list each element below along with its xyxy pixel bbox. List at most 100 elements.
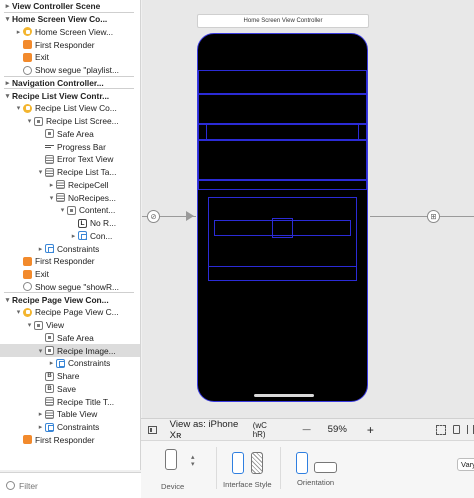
- constraints-icon: [56, 358, 65, 368]
- outline-row[interactable]: ▾View: [0, 319, 140, 332]
- outline-row[interactable]: Recipe Title T...: [0, 395, 140, 408]
- disclosure-closed-icon[interactable]: ▸: [5, 79, 10, 87]
- outline-row[interactable]: ▾Home Screen View Co...: [0, 13, 140, 26]
- exit-icon: [23, 52, 32, 62]
- label-outline[interactable]: [214, 220, 351, 236]
- row-outline-2[interactable]: [198, 140, 367, 180]
- view-as-label[interactable]: View as: iPhone Xʀ: [169, 418, 239, 441]
- outline-row-label: Con...: [90, 230, 113, 241]
- segue-link-icon[interactable]: ⊘: [147, 210, 160, 223]
- outline-row-label: Recipe Image...: [57, 345, 116, 356]
- zoom-in-button[interactable]: +: [366, 422, 374, 437]
- disclosure-open-icon[interactable]: ▾: [16, 309, 21, 317]
- align-icon[interactable]: [467, 425, 474, 434]
- outline-row-label: Home Screen View...: [35, 26, 114, 37]
- outline-row[interactable]: Safe Area: [0, 332, 140, 345]
- outline-row[interactable]: ▸Constraints: [0, 242, 140, 255]
- update-frames-icon[interactable]: [435, 424, 446, 435]
- row-inner-outline[interactable]: [206, 124, 359, 140]
- outline-row[interactable]: Safe Area: [0, 128, 140, 141]
- disclosure-open-icon[interactable]: ▾: [5, 296, 10, 304]
- outline-row[interactable]: ▾ Content...: [0, 204, 140, 217]
- outline-row[interactable]: ▾Recipe Page View Con...: [0, 293, 140, 306]
- portrait-orientation-icon[interactable]: [296, 452, 308, 474]
- zoom-out-button[interactable]: —: [302, 425, 311, 434]
- outline-row[interactable]: ▾Recipe List Scree...: [0, 115, 140, 128]
- outline-row[interactable]: ▸Table View: [0, 408, 140, 421]
- outline-row-label: NoRecipes...: [68, 192, 116, 203]
- disclosure-open-icon[interactable]: ▾: [38, 169, 43, 177]
- disclosure-closed-icon[interactable]: ▸: [38, 411, 43, 419]
- embed-in-icon[interactable]: [452, 425, 461, 434]
- outline-row[interactable]: ▸Navigation Controller...: [0, 77, 140, 90]
- scene-title-bar[interactable]: Home Screen View Controller: [197, 14, 369, 28]
- scene-separator: [4, 88, 134, 90]
- disclosure-open-icon[interactable]: ▾: [27, 322, 32, 330]
- disclosure-open-icon[interactable]: ▾: [27, 118, 32, 126]
- outline-row[interactable]: First Responder: [0, 255, 140, 268]
- outline-row[interactable]: First Responder: [0, 38, 140, 51]
- segue-push-icon[interactable]: ⊞: [427, 210, 440, 223]
- outline-filter-input[interactable]: [19, 480, 119, 491]
- view-icon: [45, 346, 54, 356]
- outline-row[interactable]: ▾ NoRecipes...: [0, 191, 140, 204]
- disclosure-open-icon[interactable]: ▾: [5, 92, 10, 100]
- header-outline[interactable]: [198, 94, 367, 124]
- outline-row[interactable]: Exit: [0, 268, 140, 281]
- outline-row[interactable]: Exit: [0, 51, 140, 64]
- outline-row[interactable]: Progress Bar: [0, 140, 140, 153]
- segue-connector-right: [370, 216, 474, 218]
- outline-row[interactable]: ▸RecipeCell: [0, 179, 140, 192]
- outline-row[interactable]: ▾Recipe Page View C...: [0, 306, 140, 319]
- nav-bar-outline[interactable]: [198, 70, 367, 94]
- outline-row[interactable]: ▾Recipe List View Contr...: [0, 89, 140, 102]
- outline-row[interactable]: First Responder: [0, 434, 140, 447]
- disclosure-closed-icon[interactable]: ▸: [38, 245, 43, 253]
- spinner-outline[interactable]: [272, 218, 293, 238]
- outline-row[interactable]: ▾ Recipe Image...: [0, 344, 140, 357]
- light-style-icon[interactable]: [232, 452, 244, 474]
- disclosure-closed-icon[interactable]: ▸: [16, 28, 21, 36]
- device-stepper-icon[interactable]: ▴▾: [191, 454, 195, 468]
- disclosure-closed-icon[interactable]: ▸: [71, 232, 76, 240]
- landscape-orientation-icon[interactable]: [314, 462, 337, 473]
- disclosure-closed-icon[interactable]: ▸: [49, 181, 54, 189]
- outline-row[interactable]: Show segue "showR...: [0, 281, 140, 294]
- disclosure-closed-icon[interactable]: ▸: [38, 424, 43, 432]
- phone-scene[interactable]: [197, 33, 368, 402]
- disclosure-open-icon[interactable]: ▾: [49, 194, 54, 202]
- outline-row[interactable]: ▾Recipe List View Co...: [0, 102, 140, 115]
- outline-row[interactable]: ▸Constraints: [0, 357, 140, 370]
- progress-bar-icon: [45, 142, 54, 151]
- disclosure-open-icon[interactable]: ▾: [38, 347, 43, 355]
- disclosure-open-icon[interactable]: ▾: [5, 16, 10, 24]
- outline-row-label: Content...: [79, 205, 116, 216]
- segue-arrow-head: [186, 211, 194, 221]
- outline-row-label: Recipe Title T...: [57, 396, 115, 407]
- footer-outline[interactable]: [208, 266, 357, 281]
- disclosure-closed-icon[interactable]: ▸: [5, 3, 10, 11]
- disclosure-open-icon[interactable]: ▾: [16, 105, 21, 113]
- vary-for-traits-button[interactable]: Vary: [457, 458, 474, 471]
- sidebar-toggle-icon[interactable]: [148, 425, 157, 434]
- disclosure-open-icon[interactable]: ▾: [60, 207, 65, 215]
- storyboard-canvas[interactable]: ⊘ ⊞ Home Screen View Controller: [142, 0, 474, 418]
- outline-row[interactable]: ▸ Home Screen View...: [0, 26, 140, 39]
- outline-row[interactable]: Error Text View: [0, 153, 140, 166]
- first-responder-icon: [23, 256, 32, 266]
- outline-row[interactable]: ▸View Controller Scene: [0, 0, 140, 13]
- device-phone-icon[interactable]: [165, 449, 177, 470]
- exit-icon: [23, 269, 32, 279]
- outline-row[interactable]: ▾Recipe List Ta...: [0, 166, 140, 179]
- document-outline[interactable]: ▸View Controller Scene▾Home Screen View …: [0, 0, 141, 470]
- outline-row[interactable]: Show segue "playlist...: [0, 64, 140, 77]
- disclosure-closed-icon[interactable]: ▸: [49, 360, 54, 368]
- row-outline-3[interactable]: [198, 180, 367, 190]
- first-responder-icon: [23, 40, 32, 50]
- outline-row[interactable]: ▸ Con...: [0, 230, 140, 243]
- outline-row[interactable]: ▸Constraints: [0, 421, 140, 434]
- dark-style-icon[interactable]: [251, 452, 263, 474]
